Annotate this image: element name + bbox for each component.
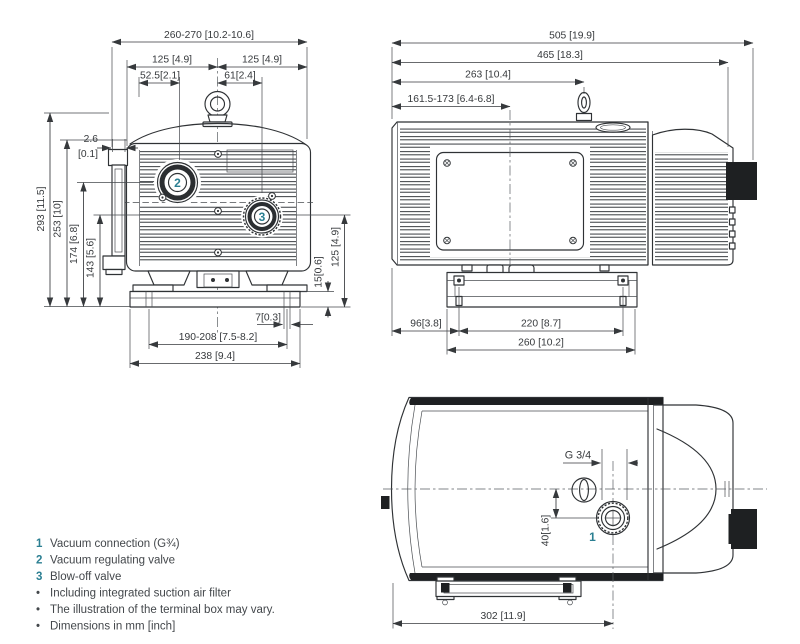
front-dim-slot-width: 7[0.3] xyxy=(255,313,281,324)
legend: 1 Vacuum connection (G¾) 2 Vacuum regula… xyxy=(36,538,275,633)
top-dim-port-offset-y: 40[1.6] xyxy=(541,515,552,547)
eye-bolt-side-icon xyxy=(575,91,593,122)
legend-marker-3: 3 xyxy=(36,571,42,583)
legend-item-vacuum-connection: Vacuum connection (G¾) xyxy=(50,538,180,550)
legend-bullet-2: • xyxy=(36,604,40,616)
side-dim-eyebolt-offset: 263 [10.4] xyxy=(465,70,511,81)
front-dim-half-left: 125 [4.9] xyxy=(152,55,192,66)
front-dim-foot-height: 15[0.6] xyxy=(314,256,325,288)
housing-screws xyxy=(158,150,276,257)
side-dim-length-body: 465 [18.3] xyxy=(537,50,583,61)
terminal-box-side xyxy=(726,162,757,200)
base-side xyxy=(446,264,638,308)
top-thread-label: G 3/4 xyxy=(565,450,591,462)
pump-dome xyxy=(129,122,306,145)
port-1-marker: 1 xyxy=(589,530,596,544)
legend-bullet-1: • xyxy=(36,588,40,600)
top-dim-port-offset-x: 302 [11.9] xyxy=(480,611,525,622)
legend-item-suction-filter: Including integrated suction air filter xyxy=(50,588,231,600)
front-dim-height-body: 253 [10] xyxy=(53,200,64,237)
front-dim-bolt-span: 190-208 [7.5-8.2] xyxy=(179,332,258,343)
side-dim-foot-length: 260 [10.2] xyxy=(518,338,564,349)
front-dim-height-port3: 143 [5.6] xyxy=(86,238,97,278)
front-dim-height-port2: 174 [6.8] xyxy=(69,224,80,264)
legend-bullet-3: • xyxy=(36,621,40,633)
front-dim-port3-offset: 61[2.4] xyxy=(224,71,256,82)
front-dim-port2-offset: 52.5[2.1] xyxy=(140,71,180,82)
front-dim-half-right: 125 [4.9] xyxy=(242,55,282,66)
side-view: 505 [19.9] 465 [18.3] 263 [10.4] 161.5-1… xyxy=(391,31,757,355)
front-dim-gap-inch: [0.1] xyxy=(78,149,98,160)
blow-off-valve: 3 xyxy=(241,195,283,238)
front-dim-base-width: 238 [9.4] xyxy=(195,351,235,362)
side-dim-length-overall: 505 [19.9] xyxy=(549,31,595,42)
port-3-marker: 3 xyxy=(259,210,266,224)
side-dim-center-range: 161.5-173 [6.4-6.8] xyxy=(407,94,494,105)
motor-housing-top xyxy=(653,404,734,574)
legend-item-blow-off-valve: Blow-off valve xyxy=(50,571,121,583)
base-front xyxy=(129,270,308,308)
nameplate-screws xyxy=(443,159,577,245)
legend-item-terminal-box-note: The illustration of the terminal box may… xyxy=(50,604,275,616)
terminal-box-top xyxy=(731,509,757,549)
front-dim-port3-height: 125 [4.9] xyxy=(331,227,342,267)
feet-top xyxy=(435,576,582,606)
front-view: 2 3 xyxy=(36,30,351,368)
legend-item-regulating-valve: Vacuum regulating valve xyxy=(50,555,175,567)
legend-item-dimensions-note: Dimensions in mm [inch] xyxy=(50,621,175,633)
motor-fins xyxy=(655,152,728,262)
eye-bolt-top-icon xyxy=(571,477,597,503)
front-dim-gap-mm: 2.6 xyxy=(84,134,99,145)
oil-fill-opening xyxy=(595,122,631,133)
front-dim-height-overall: 293 [11.5] xyxy=(36,186,47,231)
fin-gap-band xyxy=(136,197,300,207)
vacuum-connection-port xyxy=(595,500,631,536)
oil-sight-glass xyxy=(102,148,129,276)
front-dim-overall-width: 260-270 [10.2-10.6] xyxy=(164,30,254,41)
legend-marker-2: 2 xyxy=(36,555,42,567)
smooth-panel xyxy=(226,149,294,173)
top-view: G 3/4 40[1.6] 1 302 [11.9] xyxy=(381,396,767,629)
legend-marker-1: 1 xyxy=(36,538,43,550)
port-2-marker: 2 xyxy=(174,176,181,190)
vacuum-regulating-valve: 2 xyxy=(154,159,201,206)
side-dim-bolt-span: 220 [8.7] xyxy=(521,319,561,330)
sight-glass-top xyxy=(381,496,390,509)
side-dim-foot-offset: 96[3.8] xyxy=(410,319,442,330)
